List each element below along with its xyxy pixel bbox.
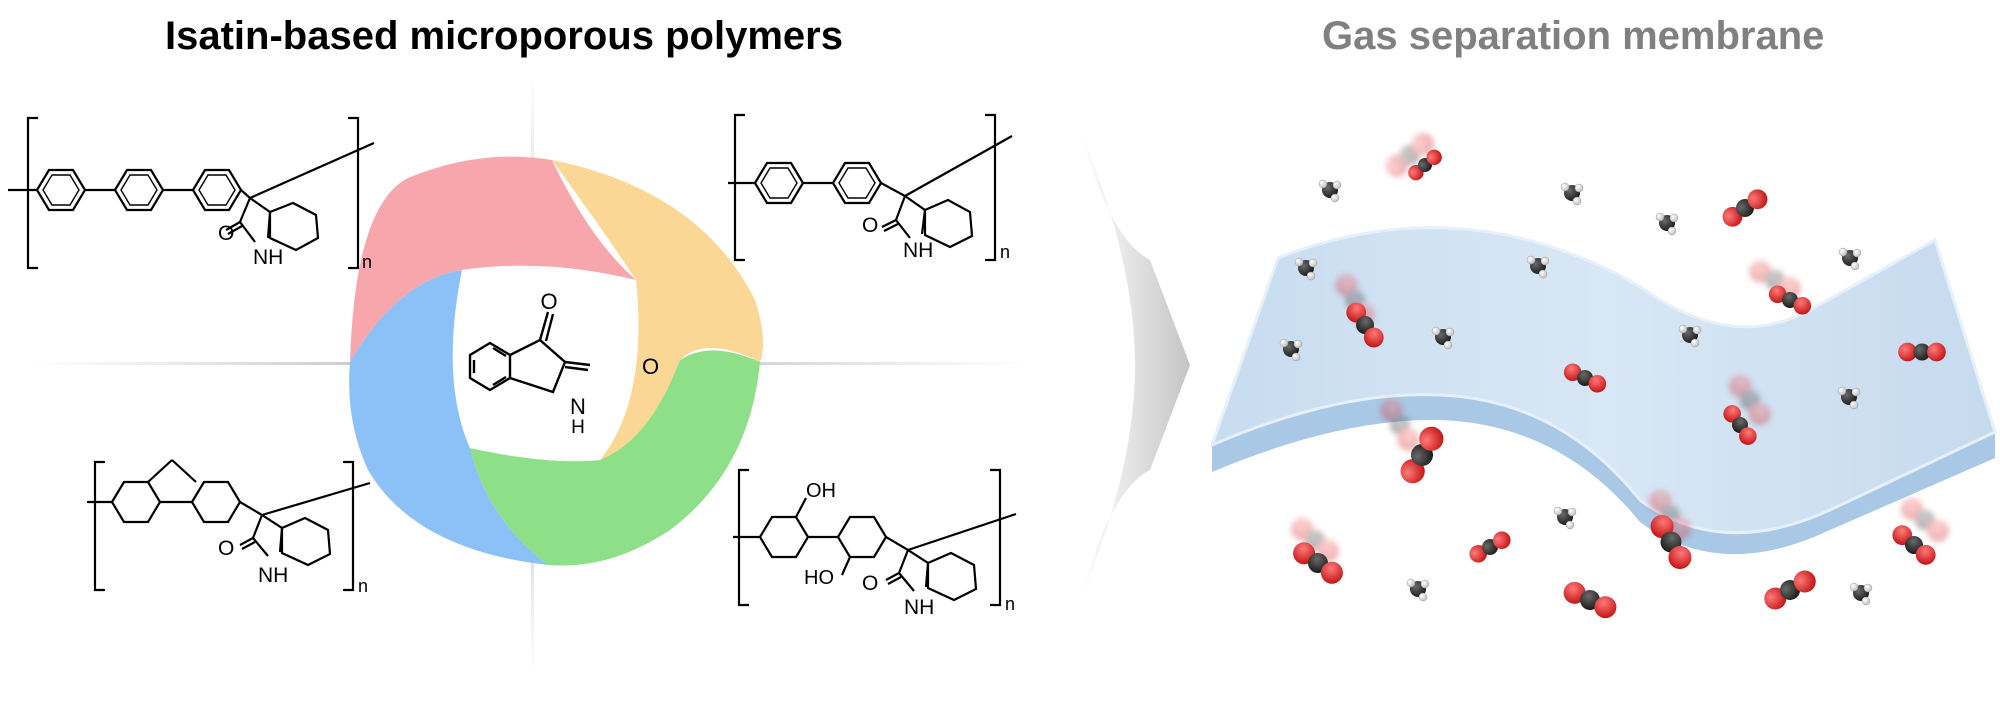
pBL-n: n [358, 576, 368, 596]
methane-molecule-icon [1838, 247, 1862, 271]
monomer-n: N [570, 394, 586, 419]
polymer-top-right: O NH n [728, 113, 1013, 262]
pBR-nh: NH [904, 596, 934, 619]
pBL-nh: NH [258, 564, 288, 587]
gas-separation-membrane [1209, 226, 1997, 555]
methane-molecule-icon [1318, 179, 1342, 203]
pBR-o: O [862, 572, 878, 595]
pinwheel-ring [349, 156, 764, 566]
methane-molecule-icon [1553, 506, 1577, 530]
ring-segment-blue [349, 270, 548, 565]
polymer-bottom-left: O NH n [87, 459, 371, 596]
pBR-n: n [1005, 594, 1015, 614]
pTR-n: n [1000, 242, 1010, 262]
polymer-top-left: O NH n [8, 116, 375, 272]
diagram-title-left: Isatin-based microporous polymers [165, 14, 843, 58]
transition-arrow-icon [1080, 130, 1190, 600]
pTL-n: n [362, 252, 372, 272]
pTL-o: O [218, 222, 234, 245]
methane-molecule-icon [1406, 578, 1430, 602]
pTL-nh: NH [253, 246, 283, 269]
co2-molecule-icon [1559, 578, 1621, 622]
diagram-title-right: Gas separation membrane [1322, 14, 1825, 58]
pBR-oh-bottom: HO [804, 567, 834, 589]
isatin-monomer [468, 311, 591, 394]
ring-segment-yellow [552, 160, 764, 460]
ring-segment-green [470, 350, 760, 566]
co2-molecule-icon [1718, 185, 1772, 231]
pBR-oh-top: OH [806, 480, 836, 502]
methane-molecule-icon [1560, 182, 1584, 206]
monomer-o-top: O [540, 289, 557, 314]
monomer-h: H [571, 417, 585, 438]
polymer-bottom-right: OH HO O NH n [733, 468, 1017, 619]
pTR-o: O [862, 214, 878, 237]
methane-molecule-icon [1849, 582, 1873, 606]
pBL-o: O [218, 537, 234, 560]
co2-molecule-icon [1760, 566, 1820, 614]
co2-molecule-icon [1466, 528, 1514, 566]
ring-segment-pink [350, 156, 636, 362]
co2-molecule-icon [1898, 342, 1946, 362]
monomer-o-right: O [642, 354, 659, 379]
pTR-nh: NH [903, 239, 933, 262]
methane-molecule-icon [1655, 212, 1679, 236]
